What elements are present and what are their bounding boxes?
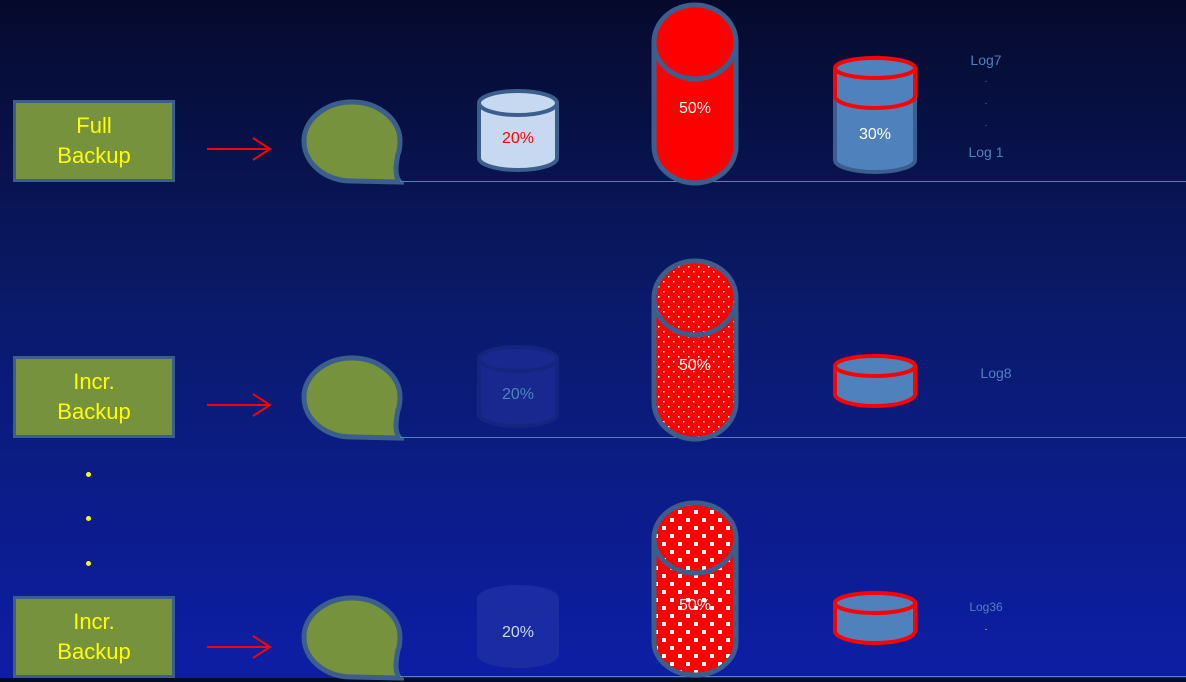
timeline-line: [400, 181, 1186, 182]
dotted-cylinder-icon: [651, 258, 739, 442]
log-bottom-label: Log 1: [968, 144, 1004, 160]
log-top-label: Log8: [980, 365, 1012, 381]
faded-cylinder-percent: 20%: [501, 386, 535, 403]
speech-bubble-icon: [301, 355, 404, 441]
log-cylinder-icon: [833, 591, 917, 645]
log-cylinder-icon: [833, 354, 917, 408]
dotted-cylinder-icon: [651, 500, 739, 678]
log-cylinder-icon: [833, 56, 917, 174]
log-top-label: Log36: [969, 600, 1003, 614]
faded-cylinder-icon: [477, 585, 559, 668]
continuation-dot: [86, 516, 91, 521]
log-dot: ·: [984, 76, 988, 87]
box-line2: Backup: [57, 143, 131, 168]
timeline-line: [400, 676, 1186, 677]
log-cylinder-percent: 30%: [858, 126, 892, 143]
dotted-cylinder-percent: 50%: [678, 597, 712, 614]
log-top-label: Log7: [970, 52, 1002, 68]
incr-backup-box: Incr. Backup: [13, 596, 175, 678]
log-dot: ·: [984, 624, 988, 635]
arrow-right-icon: [207, 635, 272, 659]
box-line1: Incr.: [73, 609, 115, 635]
box-line2: Backup: [57, 639, 131, 664]
incr-backup-box: Incr. Backup: [13, 356, 175, 438]
full-backup-box: Full Backup: [13, 100, 175, 182]
small-cylinder-icon: [477, 89, 559, 172]
speech-bubble-icon: [301, 99, 404, 185]
log-dot: ·: [984, 98, 988, 109]
arrow-right-icon: [207, 137, 272, 161]
speech-bubble-icon: [301, 595, 404, 681]
arrow-right-icon: [207, 393, 272, 417]
continuation-dot: [86, 561, 91, 566]
small-cylinder-percent: 20%: [501, 130, 535, 147]
log-dot: ·: [984, 120, 988, 131]
faded-cylinder-percent: 20%: [501, 624, 535, 641]
big-cylinder-icon: [651, 2, 739, 186]
box-line2: Backup: [57, 399, 131, 424]
big-cylinder-percent: 50%: [678, 100, 712, 117]
box-line1: Full: [76, 113, 112, 139]
dotted-cylinder-percent: 50%: [678, 357, 712, 374]
box-line1: Incr.: [73, 369, 115, 395]
faded-cylinder-icon: [477, 345, 559, 428]
continuation-dot: [86, 472, 91, 477]
timeline-line: [400, 437, 1186, 438]
